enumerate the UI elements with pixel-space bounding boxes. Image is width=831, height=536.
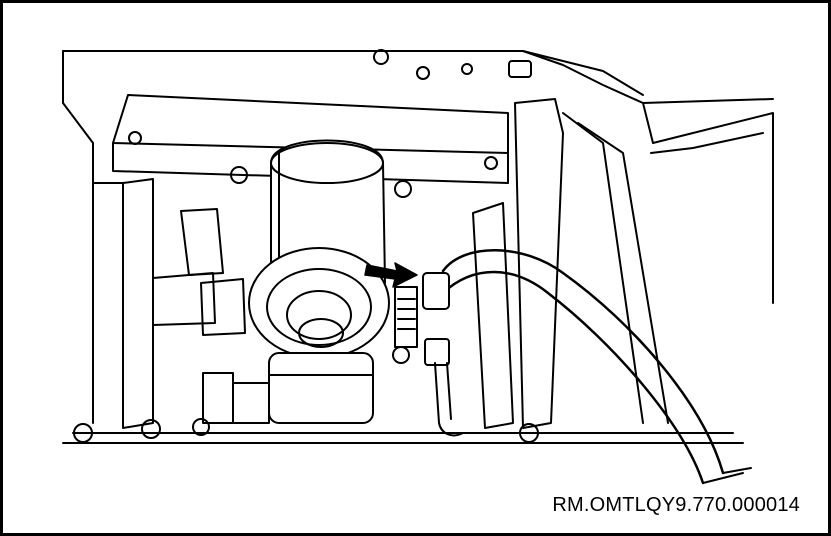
fuel-filter xyxy=(202,139,390,424)
fuel-hose xyxy=(394,249,725,485)
arrow-pointer-icon xyxy=(364,262,418,288)
lower-fasteners xyxy=(73,166,539,443)
leader-lines xyxy=(702,467,752,484)
figure-reference-code: RM.OMTLQY9.770.000014 xyxy=(552,494,800,516)
engine-bay-illustration xyxy=(62,49,774,485)
left-bracket xyxy=(92,178,246,429)
housing-outline xyxy=(62,50,774,444)
